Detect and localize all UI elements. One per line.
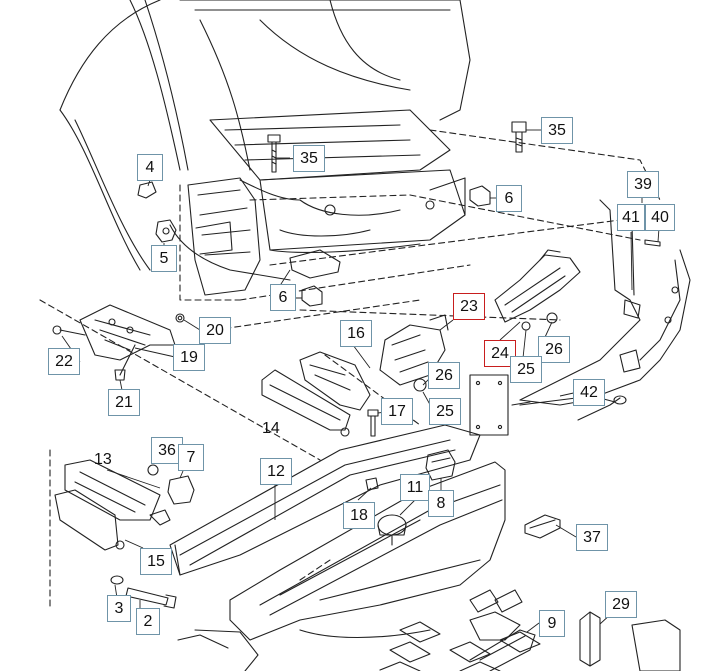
clip-4 — [137, 181, 157, 199]
callout-2[interactable]: 2 — [136, 608, 160, 635]
callout-35-right[interactable]: 35 — [541, 117, 573, 144]
callout-15[interactable]: 15 — [140, 548, 172, 575]
part-29 — [579, 611, 681, 671]
mounting-plate — [469, 374, 509, 436]
callout-8[interactable]: 8 — [428, 490, 454, 517]
right-fascia-39 — [519, 199, 691, 406]
cable-42 — [511, 395, 627, 421]
clip-36 — [147, 464, 159, 476]
bolt-35-left — [267, 134, 281, 173]
callout-18[interactable]: 18 — [343, 502, 375, 529]
callout-9[interactable]: 9 — [539, 610, 565, 637]
clip-8 — [425, 449, 456, 481]
callout-40[interactable]: 40 — [645, 204, 675, 231]
clip-7 — [167, 475, 195, 505]
callout-21[interactable]: 21 — [108, 389, 140, 416]
callout-25-center[interactable]: 25 — [429, 398, 461, 425]
side-bracket-19 — [52, 304, 185, 381]
clip-18 — [365, 477, 379, 491]
vehicle-body-outline — [59, 0, 471, 296]
bracket-14 — [261, 369, 351, 437]
callout-22[interactable]: 22 — [48, 348, 80, 375]
label-14[interactable]: 14 — [262, 420, 280, 437]
bumper-rail-12 — [169, 424, 481, 576]
callout-19[interactable]: 19 — [173, 344, 205, 371]
assembly-guide-lines — [39, 129, 661, 611]
callout-25-right[interactable]: 25 — [510, 356, 542, 383]
callout-3[interactable]: 3 — [107, 595, 131, 622]
callout-42[interactable]: 42 — [573, 379, 605, 406]
nut-5 — [155, 219, 177, 243]
callout-20[interactable]: 20 — [199, 317, 231, 344]
callout-7[interactable]: 7 — [178, 444, 204, 471]
callout-4[interactable]: 4 — [137, 154, 163, 181]
callout-39[interactable]: 39 — [627, 171, 659, 198]
trim-strip-9 — [469, 629, 536, 671]
callout-6-right[interactable]: 6 — [496, 185, 522, 212]
bumper-cover — [177, 461, 541, 671]
guide-bracket-24 — [494, 249, 581, 331]
bolt-17 — [367, 409, 379, 437]
bolt-35-right — [511, 121, 527, 153]
clip-6-b — [301, 285, 323, 307]
guide-bracket-16 — [299, 351, 371, 411]
callout-26-right[interactable]: 26 — [538, 336, 570, 363]
callout-35-left[interactable]: 35 — [293, 145, 325, 172]
clip-6-a — [469, 185, 491, 207]
callout-16[interactable]: 16 — [340, 320, 372, 347]
callout-36[interactable]: 36 — [151, 437, 183, 464]
callout-11[interactable]: 11 — [400, 474, 430, 501]
absorber-13 — [64, 459, 161, 521]
callout-29[interactable]: 29 — [605, 591, 637, 618]
callout-12[interactable]: 12 — [260, 458, 292, 485]
callout-17[interactable]: 17 — [381, 398, 413, 425]
callout-26-center[interactable]: 26 — [428, 362, 460, 389]
label-13[interactable]: 13 — [94, 451, 112, 468]
callout-6-left[interactable]: 6 — [270, 284, 296, 311]
part-37 — [524, 514, 561, 539]
bracket-15 — [54, 489, 171, 551]
callout-37[interactable]: 37 — [576, 524, 608, 551]
washer-3 — [110, 575, 124, 585]
bracket-6-c — [289, 249, 341, 279]
callout-5[interactable]: 5 — [151, 245, 177, 272]
callout-41[interactable]: 41 — [617, 204, 645, 231]
callout-23[interactable]: 23 — [453, 293, 485, 320]
bolt-2 — [125, 587, 177, 609]
